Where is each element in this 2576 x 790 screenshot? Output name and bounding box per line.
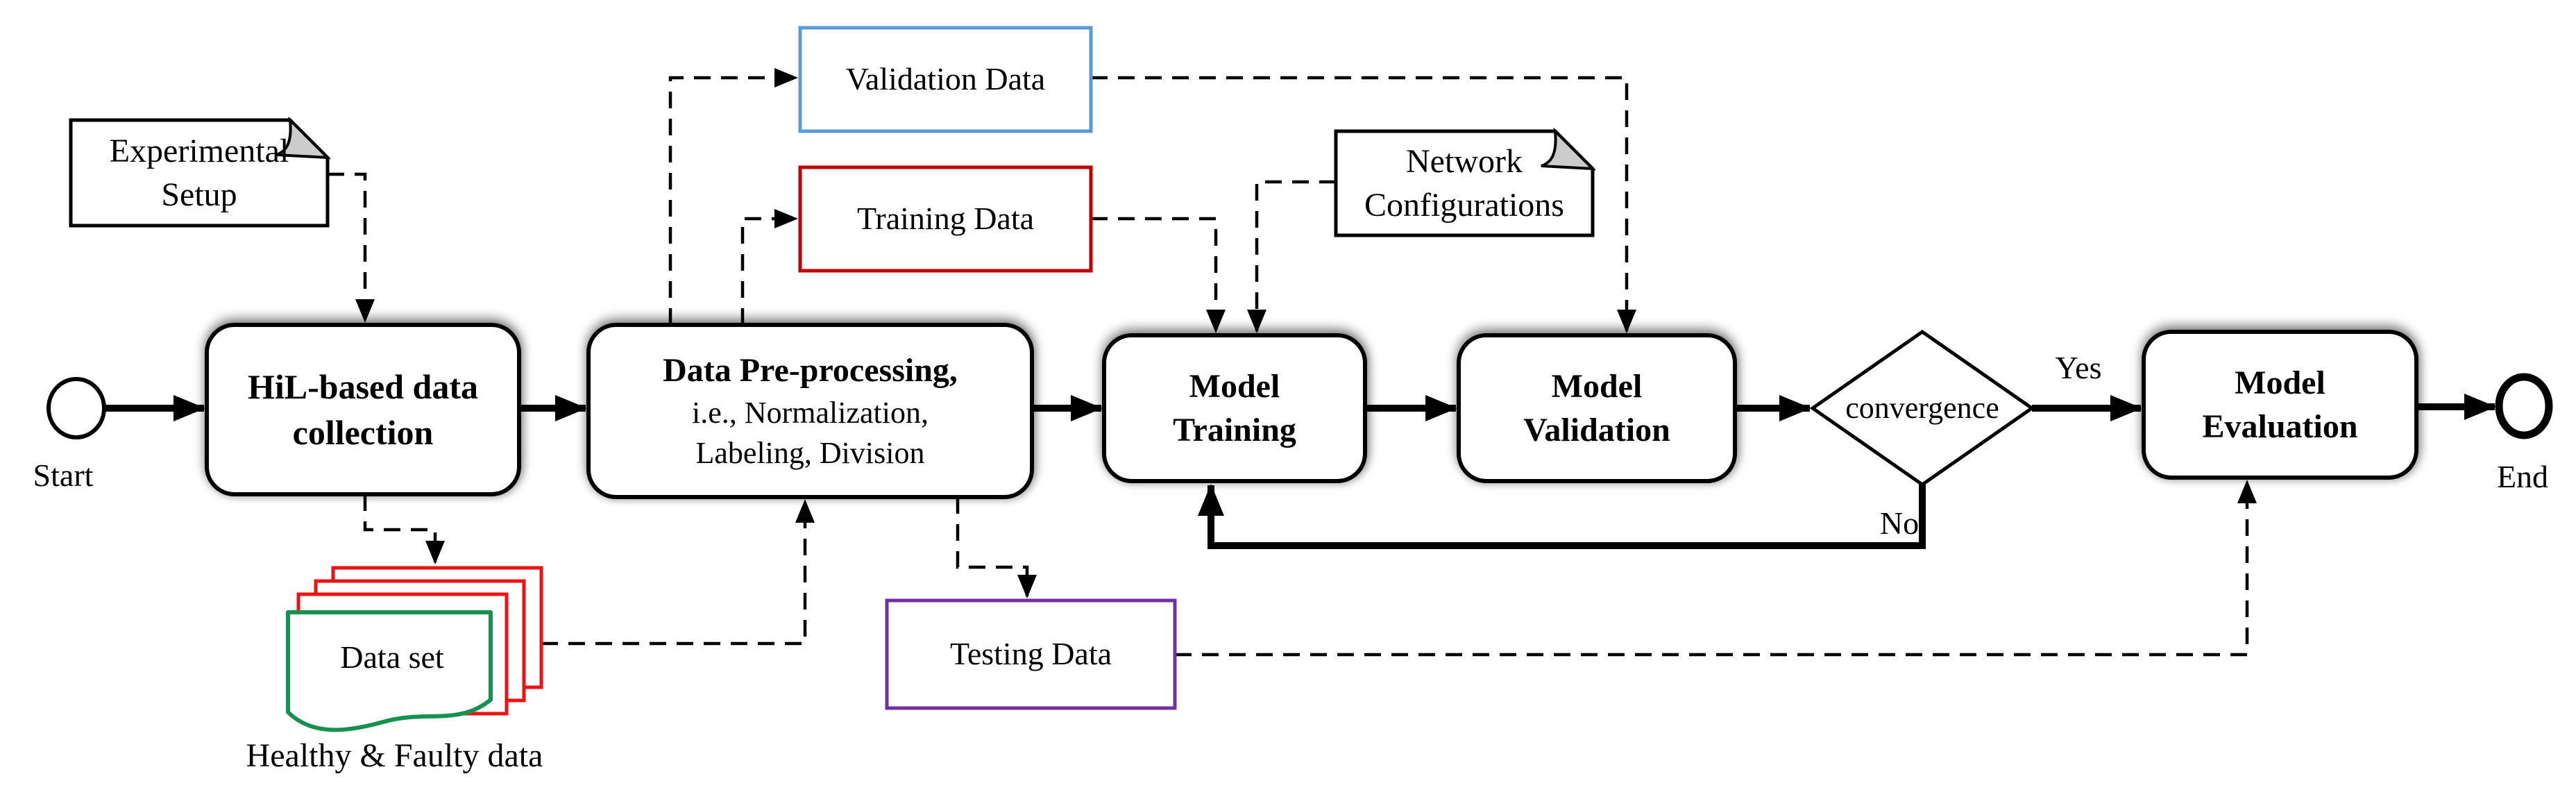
start-event-circle [46,377,106,439]
hil-process-node [205,323,521,496]
model-training-process-node [1102,333,1367,483]
end-event-circle [2495,373,2553,439]
main-flow-connectors [105,394,2496,549]
document-shapes [69,116,1597,237]
process-nodes [205,323,2418,499]
dataset-stack [286,566,543,732]
edge-dataset-to-preprocessing [541,499,815,646]
dataset-document [286,610,493,732]
edge-preprocessing-to-validation-data [668,68,798,325]
edge-preprocessing-to-training-data [740,209,798,325]
edge-validation-data-to-model-validation [1091,76,1636,333]
edge-network-config-to-model-training [1247,180,1336,333]
preprocessing-process-node [586,323,1034,499]
edge-preprocessing-to-testing-data [956,497,1037,598]
network-config-document [1334,129,1595,237]
edge-hil-to-dataset [363,494,445,564]
model-evaluation-process-node [2142,330,2418,480]
experimental-setup-fold-icon [276,116,332,160]
edge-testing-data-to-evaluation [1175,480,2257,657]
convergence-decision-node [1809,329,2035,487]
edge-expsetup-to-hil [328,172,375,323]
network-config-fold-icon [1541,127,1597,171]
testing-data-box [885,598,1177,710]
experimental-setup-document [69,118,330,228]
edge-convergence-no-to-training [1198,484,1926,549]
validation-data-box [798,26,1093,133]
training-data-box [798,165,1093,273]
edge-training-data-to-model-training [1091,217,1226,333]
model-validation-process-node [1457,333,1737,483]
dashed-data-connectors [328,68,2257,657]
